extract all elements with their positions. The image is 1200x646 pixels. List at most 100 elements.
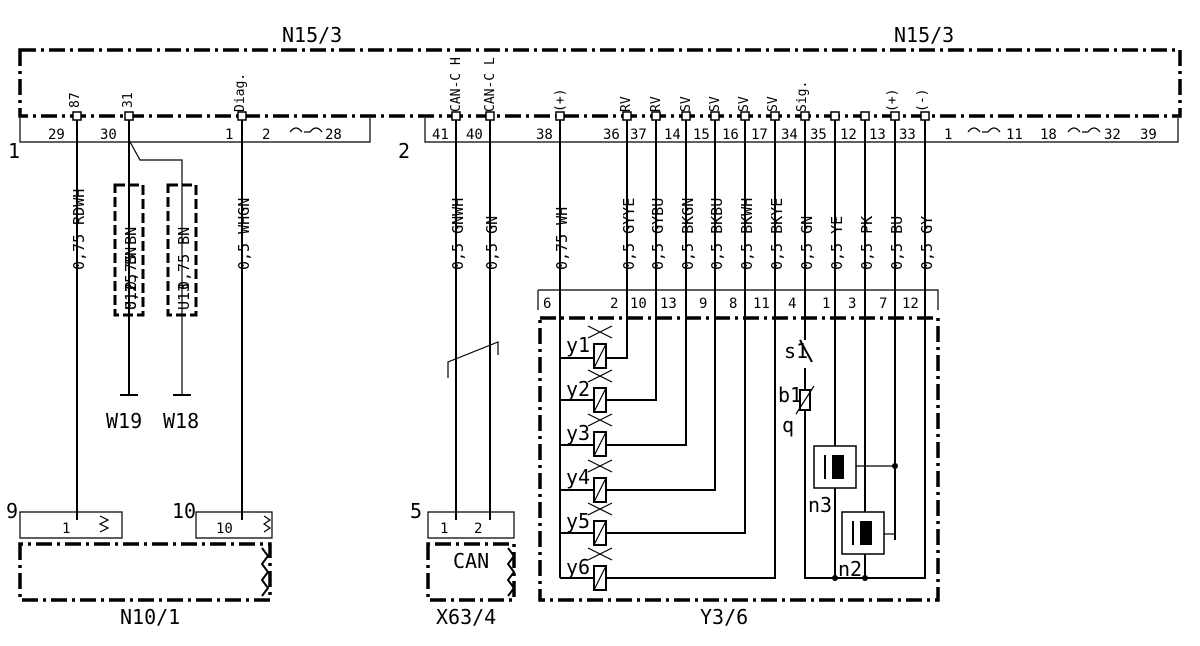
pin-number: 37 bbox=[630, 127, 647, 143]
sensor-q-label: q bbox=[782, 413, 794, 437]
valve-y2: y2 bbox=[566, 369, 613, 413]
pin-number: 11 bbox=[753, 296, 770, 312]
pin-function: SV bbox=[679, 96, 694, 112]
module-n2: n2 bbox=[838, 511, 885, 581]
pin-function: 87 bbox=[68, 92, 83, 108]
wire-label: 0,75 WH bbox=[553, 207, 571, 270]
n3-label: n3 bbox=[808, 493, 832, 517]
wire-label: 0,5 BU bbox=[888, 216, 906, 270]
pin-function: SV bbox=[708, 96, 723, 112]
wires bbox=[76, 118, 926, 520]
x63-module: 5 1 2 CAN X63/4 bbox=[410, 499, 516, 629]
pin-number: 10 bbox=[216, 521, 233, 537]
pin-terminal-icon bbox=[740, 111, 750, 121]
wire-label: 0,5 GYBU bbox=[649, 198, 667, 270]
twisted-pair-icon bbox=[447, 341, 499, 378]
pin-number: 1 bbox=[822, 296, 830, 312]
n10-label: N10/1 bbox=[120, 605, 180, 629]
pin-function: Sig. bbox=[795, 81, 810, 112]
wire-label: 0,5 BKGN bbox=[679, 198, 697, 270]
pin-number: 8 bbox=[729, 296, 737, 312]
pin-number: 33 bbox=[899, 127, 916, 143]
valve-label: y3 bbox=[566, 421, 590, 445]
pin-terminal-icon bbox=[72, 111, 82, 121]
wire-label: 0,5 BKYE bbox=[768, 198, 786, 270]
n15-outline bbox=[18, 48, 1182, 118]
connector-5-label: 5 bbox=[410, 499, 422, 523]
pin-number: 15 bbox=[693, 127, 710, 143]
pin-number: 11 bbox=[1006, 127, 1023, 143]
switch-label: s1 bbox=[784, 339, 808, 363]
pin-number: 13 bbox=[660, 296, 677, 312]
n10-outline bbox=[18, 542, 272, 602]
wire-label: 0,5 BKBU bbox=[708, 198, 726, 270]
valve-y6: y6 bbox=[566, 547, 613, 591]
can-box-label: CAN bbox=[453, 549, 489, 573]
pin-number: 1 bbox=[944, 127, 952, 143]
n15-connector-2-strip bbox=[424, 118, 1179, 143]
u13-box: U13 bbox=[166, 183, 198, 317]
pin-terminal-icon bbox=[770, 111, 780, 121]
pin-terminal-icon bbox=[890, 111, 900, 121]
x63-outline bbox=[426, 542, 516, 602]
wire-label: 0,75 BN bbox=[122, 227, 140, 290]
valve-label: y1 bbox=[566, 333, 590, 357]
wire-label: 0,5 GYYE bbox=[620, 198, 638, 270]
valve-label: y5 bbox=[566, 509, 590, 533]
pin-number: 6 bbox=[543, 296, 551, 312]
pin-terminal-icon bbox=[622, 111, 632, 121]
pin-number: 39 bbox=[1140, 127, 1157, 143]
n15-right-pin-numbers: 41 40 38 36 37 14 15 16 17 34 35 12 13 3… bbox=[432, 127, 1157, 143]
valve-icon bbox=[587, 459, 613, 503]
connector-9-label: 9 bbox=[6, 499, 18, 523]
pin-number: 9 bbox=[699, 296, 707, 312]
pin-terminal-icon bbox=[800, 111, 810, 121]
y36-label: Y3/6 bbox=[700, 605, 748, 629]
pin-number: 16 bbox=[722, 127, 739, 143]
pin-number: 4 bbox=[788, 296, 796, 312]
pin-number: 12 bbox=[902, 296, 919, 312]
pin-terminal-icon bbox=[710, 111, 720, 121]
x63-label: X63/4 bbox=[436, 605, 496, 629]
wire-label: 0,5 GN bbox=[483, 216, 501, 270]
wire-label: 0,75 RDWH bbox=[70, 189, 88, 270]
pin-number: 17 bbox=[751, 127, 768, 143]
pin-terminal-icon bbox=[555, 111, 565, 121]
pin-number: 1 bbox=[440, 521, 448, 537]
pin-number: 10 bbox=[630, 296, 647, 312]
pin-function: SV bbox=[737, 96, 752, 112]
valve-label: y2 bbox=[566, 377, 590, 401]
pin-number: 34 bbox=[781, 127, 798, 143]
break-symbol-icon bbox=[289, 127, 323, 133]
connector-10-label: 10 bbox=[172, 499, 196, 523]
wire-label: 0,5 GN bbox=[798, 216, 816, 270]
valve-y5: y5 bbox=[566, 502, 613, 546]
pin-number: 7 bbox=[879, 296, 887, 312]
n15-connector-1-strip bbox=[19, 118, 371, 143]
valve-icon bbox=[587, 369, 613, 413]
pin-function: RV bbox=[649, 96, 664, 112]
pin-terminal-icon bbox=[451, 111, 461, 121]
wire-label: 0,5 GNWH bbox=[449, 198, 467, 270]
pin-terminal-icon bbox=[681, 111, 691, 121]
connector-1-label: 1 bbox=[8, 139, 20, 163]
x63-connector bbox=[427, 511, 515, 539]
break-symbol-icon bbox=[1067, 127, 1101, 133]
y36-connector-strip bbox=[538, 289, 939, 310]
u12-label: U12 bbox=[122, 283, 140, 310]
pin-number: 3 bbox=[848, 296, 856, 312]
pin-number: 30 bbox=[100, 127, 117, 143]
switch-icon bbox=[799, 339, 813, 363]
pin-number: 12 bbox=[840, 127, 857, 143]
break-symbol-icon bbox=[967, 127, 1001, 133]
pin-function: (-) bbox=[915, 89, 930, 112]
pin-number: 1 bbox=[225, 127, 233, 143]
pin-terminal-icon bbox=[860, 111, 870, 121]
pin-number: 2 bbox=[474, 521, 482, 537]
pin-number: 38 bbox=[536, 127, 553, 143]
pin-number: 40 bbox=[466, 127, 483, 143]
wire-line bbox=[128, 139, 183, 395]
sensor-b1-label: b1 bbox=[778, 383, 802, 407]
pin-terminal-icon bbox=[830, 111, 840, 121]
